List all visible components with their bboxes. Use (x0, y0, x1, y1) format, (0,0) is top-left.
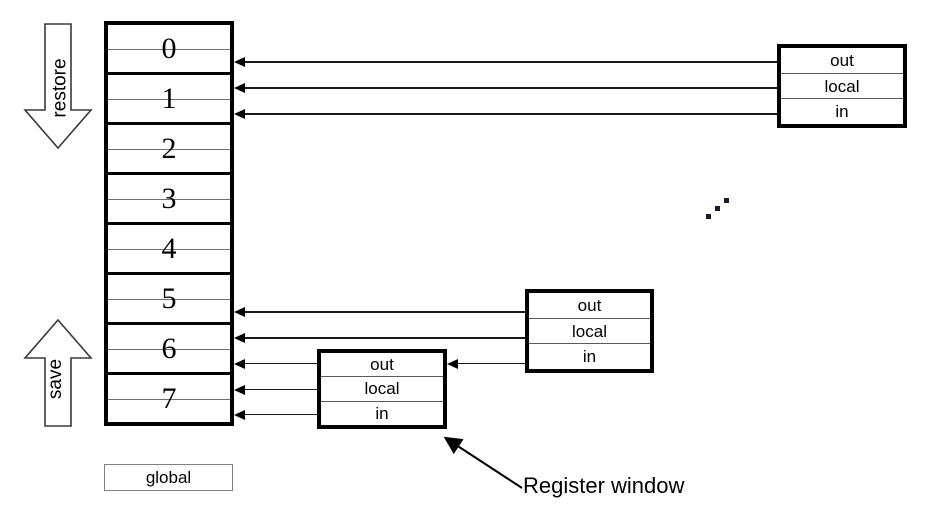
connector-line-top-out (245, 61, 777, 63)
global-label: global (145, 467, 192, 487)
restore-block-arrow (23, 23, 93, 150)
stack-cell-7[interactable]: 7 (108, 375, 230, 422)
cell-divider (108, 398, 230, 400)
connector-arrowhead-bottom-in (234, 410, 245, 420)
register-window-middle[interactable]: out local in (525, 289, 654, 373)
connector-arrowhead-top-out (234, 57, 245, 67)
stack-cell-6[interactable]: 6 (108, 325, 230, 375)
register-window-bottom[interactable]: out local in (317, 349, 447, 429)
connector-line-bottom-in (245, 414, 317, 415)
connector-arrowhead-mid-local (234, 333, 245, 343)
register-window-caption: Register window (523, 473, 685, 498)
connector-arrowhead-bottom-local (234, 385, 245, 395)
cell-divider (108, 148, 230, 150)
stack-cell-label: 6 (161, 331, 177, 365)
stack-cell-label: 4 (161, 231, 177, 265)
save-arrow-label: save (45, 358, 67, 400)
connector-line-mid-local (245, 337, 525, 339)
window-row-out: out (321, 353, 443, 378)
window-row-local: local (529, 319, 650, 345)
global-register-box[interactable]: global (104, 464, 233, 491)
stack-cell-label: 7 (161, 381, 177, 415)
window-row-in: in (835, 102, 849, 122)
connector-line-top-in (245, 113, 777, 115)
connector-line-mid-in (458, 363, 525, 364)
ellipsis-icon (706, 198, 732, 220)
window-row-out: out (529, 293, 650, 319)
cell-divider (108, 48, 230, 50)
cell-divider (108, 248, 230, 250)
window-row-out: out (781, 48, 903, 74)
cell-divider (108, 198, 230, 200)
connector-line-top-local (245, 87, 777, 89)
connector-arrowhead-mid-in (447, 359, 458, 369)
register-window-top[interactable]: out local in (777, 44, 907, 128)
register-stack: 0 1 2 3 4 5 6 7 (104, 21, 234, 426)
stack-cell-3[interactable]: 3 (108, 175, 230, 225)
stack-cell-0[interactable]: 0 (108, 25, 230, 75)
stack-cell-2[interactable]: 2 (108, 125, 230, 175)
connector-arrowhead-bottom-out (234, 359, 245, 369)
stack-cell-label: 2 (161, 131, 177, 165)
callout-arrow-icon (443, 436, 523, 489)
stack-cell-label: 3 (161, 181, 177, 215)
restore-arrow-label: restore (49, 58, 71, 118)
stack-cell-4[interactable]: 4 (108, 225, 230, 275)
window-row-in: in (375, 403, 389, 423)
cell-divider (108, 348, 230, 350)
stack-cell-label: 1 (161, 81, 177, 115)
cell-divider (108, 298, 230, 300)
connector-line-bottom-local (245, 389, 317, 390)
connector-line-mid-out (245, 311, 525, 313)
window-row-local: local (321, 377, 443, 402)
cell-divider (108, 98, 230, 100)
stack-cell-label: 0 (161, 31, 177, 65)
connector-arrowhead-mid-out (234, 307, 245, 317)
window-row-in: in (582, 347, 597, 367)
stack-cell-5[interactable]: 5 (108, 275, 230, 325)
connector-arrowhead-top-in (234, 109, 245, 119)
save-block-arrow (23, 318, 93, 427)
connector-line-bottom-out (245, 363, 317, 364)
stack-cell-label: 5 (161, 281, 177, 315)
stack-cell-1[interactable]: 1 (108, 75, 230, 125)
window-row-local: local (781, 74, 903, 100)
connector-arrowhead-top-local (234, 83, 245, 93)
